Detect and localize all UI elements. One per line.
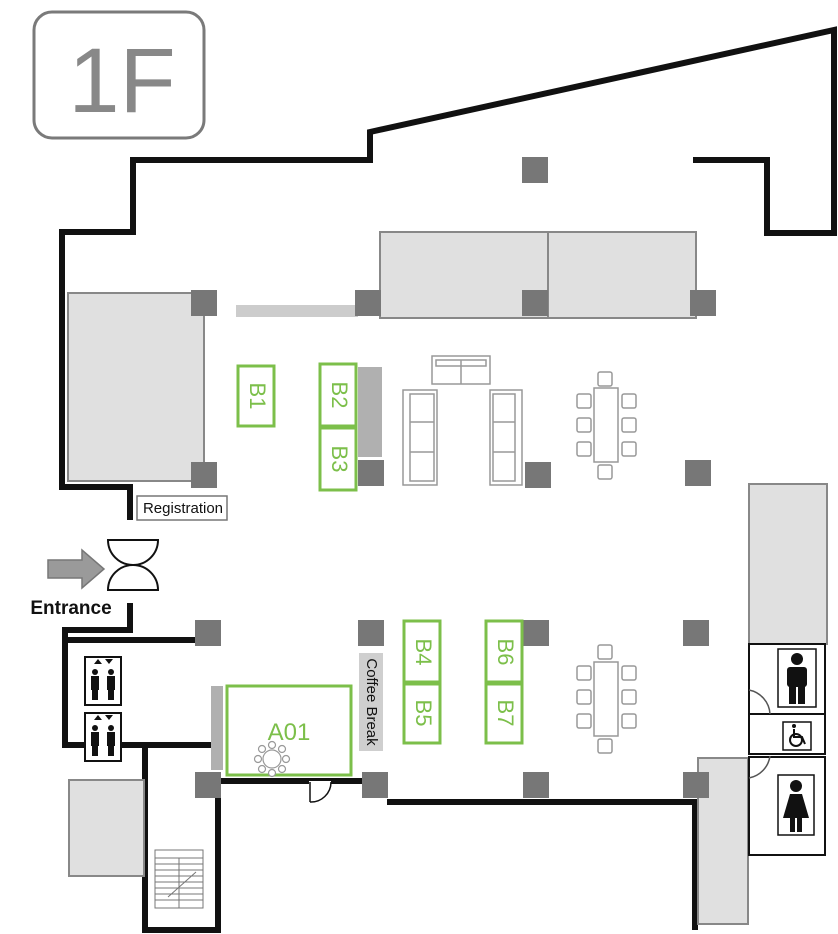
booth-b1[interactable]: B1	[236, 364, 276, 428]
booth-b5[interactable]: B5	[402, 682, 442, 745]
pillars	[191, 157, 716, 798]
registration-desk[interactable]: Registration	[136, 495, 228, 521]
female-restroom-icon	[777, 774, 815, 836]
lounge-sofas	[402, 355, 523, 486]
room-north-1	[379, 231, 549, 319]
entrance-arrow-icon	[47, 548, 106, 590]
booth-b6-label: B6	[493, 639, 518, 666]
staircase-icon	[154, 849, 204, 909]
elevator-icon	[84, 656, 122, 706]
entrance-door	[106, 539, 160, 591]
entrance-label: Entrance	[30, 598, 111, 619]
booth-b3-label: B3	[327, 446, 352, 473]
dining-table-south	[576, 644, 637, 754]
round-table-icon	[253, 740, 291, 778]
partition-bar-b2	[358, 367, 382, 457]
booth-b7-label: B7	[493, 700, 518, 727]
booth-a01[interactable]: A01	[225, 684, 353, 778]
wheelchair-accessible-icon	[782, 721, 812, 751]
booth-b5-label: B5	[411, 700, 436, 727]
room-southwest	[68, 779, 145, 877]
booth-a01-label: A01	[268, 719, 311, 746]
booth-b4[interactable]: B4	[402, 619, 442, 684]
room-north-2	[547, 231, 697, 319]
floor-badge[interactable]: 1F	[32, 10, 206, 140]
floor-badge-label: 1F	[68, 30, 175, 132]
coffee-break-label: Coffee Break	[363, 658, 380, 746]
restroom-block	[748, 643, 826, 856]
booth-b4-label: B4	[411, 639, 436, 666]
partition-bar-north	[236, 305, 358, 317]
room-west	[67, 292, 205, 482]
registration-label: Registration	[143, 500, 223, 517]
male-restroom-icon	[777, 648, 817, 708]
door-a01	[309, 781, 332, 803]
booth-b6[interactable]: B6	[484, 619, 524, 684]
rooms	[67, 231, 828, 925]
booth-b3[interactable]: B3	[318, 426, 358, 492]
dining-table-north	[576, 371, 637, 480]
elevator-icon	[84, 712, 122, 762]
booth-b1-label: B1	[245, 383, 270, 410]
coffee-break-area[interactable]: Coffee Break	[359, 653, 383, 751]
partition-bar-a01	[211, 686, 223, 770]
booth-b2[interactable]: B2	[318, 362, 358, 428]
booth-b7[interactable]: B7	[484, 682, 524, 745]
room-east	[748, 483, 828, 645]
booth-b2-label: B2	[327, 382, 352, 409]
exterior-walls	[59, 26, 837, 933]
